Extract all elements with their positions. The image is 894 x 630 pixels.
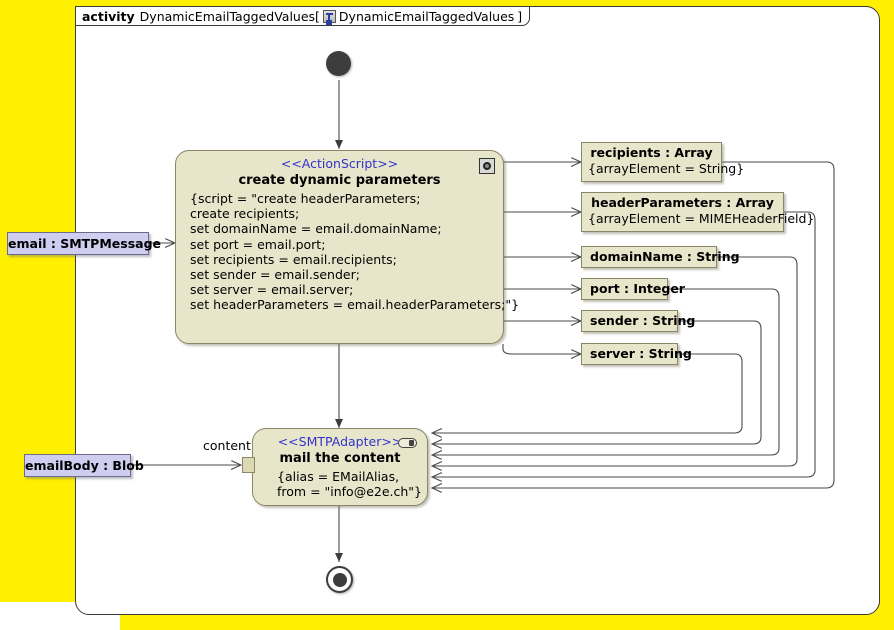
mail-title: mail the content — [279, 451, 401, 466]
action-stereotype: <<ActionScript>> — [280, 156, 399, 171]
action-mail-the-content[interactable]: <<SMTPAdapter>> mail the content {alias … — [252, 428, 428, 506]
mail-stereotype: <<SMTPAdapter>> — [277, 434, 403, 449]
initial-node[interactable] — [326, 51, 351, 76]
script-icon — [479, 158, 495, 174]
activity-frame-header: activity DynamicEmailTaggedValues[ Dynam… — [75, 6, 531, 26]
pin-label-content: content — [203, 438, 251, 453]
frame-inner-name: DynamicEmailTaggedValues — [338, 9, 515, 24]
frame-name: DynamicEmailTaggedValues[ — [139, 9, 320, 24]
param-box-header-parameters[interactable]: headerParameters : Array {arrayElement =… — [581, 192, 815, 232]
param-subtitle: {arrayElement = String} — [588, 161, 745, 176]
mail-body: {alias = EMailAlias, from = "info@e2e.ch… — [277, 469, 423, 500]
param-title: headerParameters : Array — [591, 195, 774, 210]
param-title: port : Integer — [590, 281, 685, 296]
param-box-server[interactable]: server : String — [581, 343, 692, 365]
param-title: server : String — [590, 346, 692, 361]
param-title: domainName : String — [590, 249, 740, 264]
adapter-icon — [398, 438, 417, 448]
action-create-dynamic-parameters[interactable]: <<ActionScript>> create dynamic paramete… — [175, 150, 520, 344]
activity-final-node[interactable] — [326, 566, 353, 593]
param-title: recipients : Array — [590, 145, 713, 160]
param-box-port[interactable]: port : Integer — [581, 278, 685, 300]
input-object-email[interactable]: email : SMTPMessage — [7, 232, 161, 255]
input-pin-content[interactable] — [242, 457, 255, 473]
param-box-sender[interactable]: sender : String — [581, 310, 696, 332]
param-subtitle: {arrayElement = MIMEHeaderField} — [588, 211, 815, 226]
action-title: create dynamic parameters — [238, 173, 441, 188]
param-title: sender : String — [590, 313, 696, 328]
param-box-recipients[interactable]: recipients : Array {arrayElement = Strin… — [581, 142, 745, 182]
param-box-domain-name[interactable]: domainName : String — [581, 246, 740, 268]
frame-close-bracket: ] — [517, 9, 523, 24]
action-script-body: {script = "create headerParameters; crea… — [190, 191, 520, 313]
input-object-email-body[interactable]: emailBody : Blob — [24, 454, 144, 477]
frame-keyword: activity — [82, 9, 135, 24]
activity-diagram-icon — [322, 10, 336, 23]
